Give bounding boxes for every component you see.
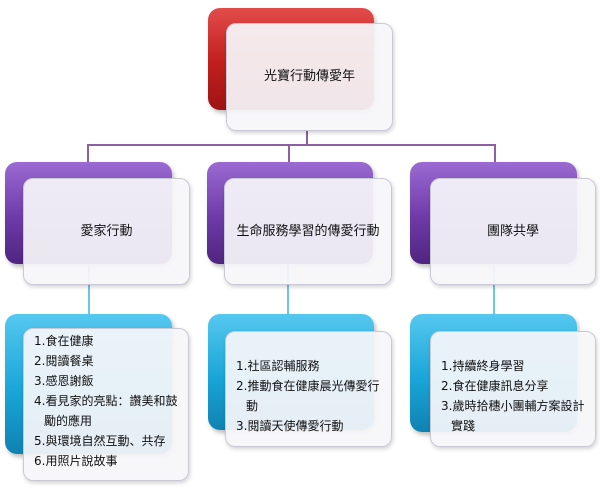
connector-root <box>306 130 308 146</box>
detail-item: 3.歲時拾穗小團輔方案設計實踐 <box>441 399 585 433</box>
detail-list-3: 1.持續終身學習 2.食在健康訊息分享 3.歲時拾穗小團輔方案設計實踐 <box>441 356 587 436</box>
connector-left <box>87 144 89 162</box>
detail-item: 4.看見家的亮點：讚美和鼓勵的應用 <box>34 394 178 428</box>
connector-detail-middle <box>287 265 289 315</box>
detail-item: 2.閱讀餐桌 <box>34 354 94 368</box>
connector-horizontal <box>87 144 495 146</box>
detail-item: 2.推動食在健康晨光傳愛行動 <box>236 379 380 413</box>
branch-label-3: 團隊共學 <box>486 223 539 239</box>
detail-node-2: 1.社區認輔服務 2.推動食在健康晨光傳愛行動 3.閱讀天使傳愛行動 <box>225 331 392 447</box>
detail-item: 5.與環境自然互動、共存 <box>34 434 166 448</box>
detail-item: 1.持續終身學習 <box>441 359 525 373</box>
root-node: 光寶行動傳愛年 <box>226 23 393 131</box>
detail-item: 3.感恩謝飯 <box>34 374 94 388</box>
detail-item: 6.用照片說故事 <box>34 454 118 468</box>
detail-list-2: 1.社區認輔服務 2.推動食在健康晨光傳愛行動 3.閱讀天使傳愛行動 <box>236 356 383 436</box>
branch-node-3: 團隊共學 <box>430 178 596 285</box>
detail-item: 3.閱讀天使傳愛行動 <box>236 419 344 433</box>
connector-detail-right <box>493 265 495 315</box>
detail-item: 1.社區認輔服務 <box>236 359 320 373</box>
detail-list-1: 1.食在健康 2.閱讀餐桌 3.感恩謝飯 4.看見家的亮點：讚美和鼓勵的應用 5… <box>34 331 180 471</box>
connector-detail-left <box>88 265 90 315</box>
connector-right <box>494 144 496 162</box>
branch-label-2: 生命服務學習的傳愛行動 <box>236 223 380 239</box>
detail-item: 2.食在健康訊息分享 <box>441 379 549 393</box>
branch-label-1: 愛家行動 <box>80 223 133 239</box>
branch-node-2: 生命服務學習的傳愛行動 <box>224 178 392 285</box>
root-label: 光寶行動傳愛年 <box>263 69 355 84</box>
detail-node-3: 1.持續終身學習 2.食在健康訊息分享 3.歲時拾穗小團輔方案設計實踐 <box>430 331 596 447</box>
connector-middle <box>288 144 290 162</box>
detail-node-1: 1.食在健康 2.閱讀餐桌 3.感恩謝飯 4.看見家的亮點：讚美和鼓勵的應用 5… <box>23 328 189 481</box>
branch-node-1: 愛家行動 <box>23 178 190 285</box>
detail-item: 1.食在健康 <box>34 334 94 348</box>
